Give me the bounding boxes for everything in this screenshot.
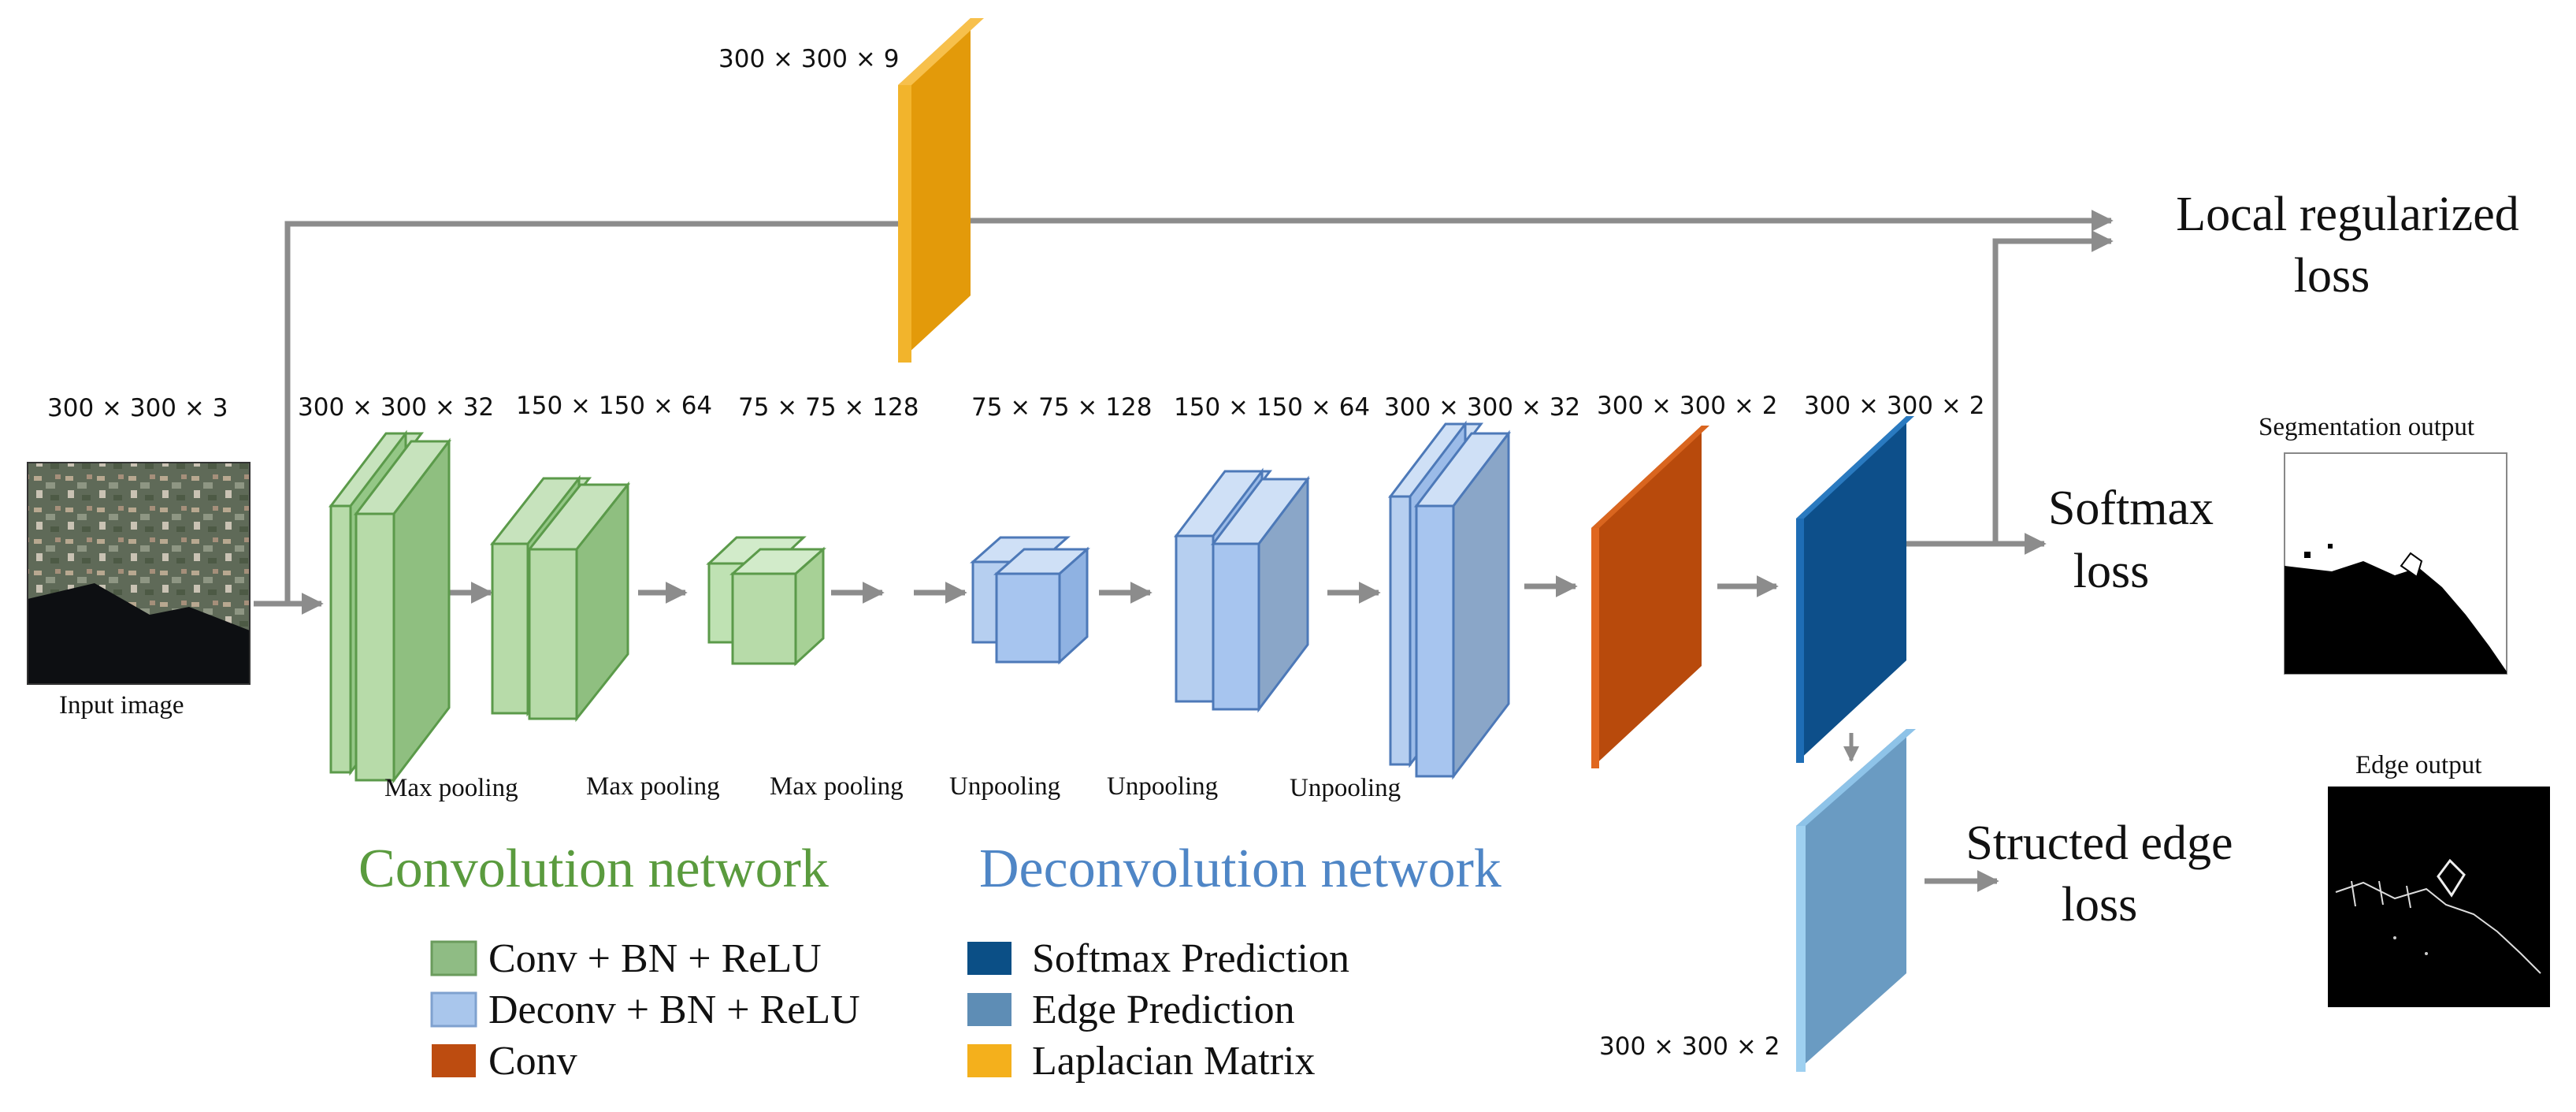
legend-label-softmax-prediction: Softmax Prediction <box>1032 936 1349 981</box>
legend-swatch-softmax-prediction <box>967 942 1011 975</box>
legend-swatch-conv <box>432 1044 476 1077</box>
convolution-network-title: Convolution network <box>358 839 829 899</box>
legend-label-laplacian-matrix: Laplacian Matrix <box>1032 1039 1316 1084</box>
edge-loss-line2: loss <box>2062 878 2137 932</box>
dim-deconv2: 150 × 150 × 64 <box>1174 393 1370 422</box>
laplacian-block <box>898 18 984 363</box>
deconv-block-3 <box>1387 420 1512 780</box>
dim-deconv1: 75 × 75 × 128 <box>971 393 1152 422</box>
segmentation-output-label: Segmentation output <box>2259 413 2474 441</box>
legend-swatch-laplacian-matrix <box>967 1044 1011 1077</box>
local-loss-line1: Local regularized <box>2176 188 2518 241</box>
pool-label-2: Max pooling <box>586 772 720 801</box>
edge-output-image <box>2328 787 2550 1007</box>
flow-arrows <box>254 210 2114 892</box>
unpool-label-1: Unpooling <box>949 772 1060 801</box>
conv-block-1 <box>328 430 452 784</box>
dim-conv-out: 300 × 300 × 2 <box>1597 392 1777 420</box>
deconv-block-2 <box>1173 467 1311 713</box>
conv-block-3 <box>706 536 826 667</box>
dim-edge: 300 × 300 × 2 <box>1599 1032 1780 1061</box>
softmax-loss-line2: loss <box>2073 545 2149 598</box>
dim-conv1: 300 × 300 × 32 <box>298 393 494 422</box>
dim-deconv3: 300 × 300 × 32 <box>1384 393 1580 422</box>
dim-laplacian: 300 × 300 × 9 <box>718 45 899 73</box>
deconvolution-network-title: Deconvolution network <box>979 839 1501 899</box>
input-image-label: Input image <box>59 691 184 720</box>
dim-conv2: 150 × 150 × 64 <box>516 392 712 420</box>
dim-conv3: 75 × 75 × 128 <box>738 393 919 422</box>
dim-input: 300 × 300 × 3 <box>47 394 228 422</box>
dimension-labels: 300 × 300 × 3 300 × 300 × 9 300 × 300 × … <box>47 45 1984 1061</box>
segmentation-output-image <box>2284 452 2507 675</box>
arrow-skip-to-laplacian <box>284 221 898 604</box>
pool-label-1: Max pooling <box>384 774 518 802</box>
edge-output-label: Edge output <box>2355 751 2481 779</box>
legend-label-conv: Conv <box>488 1039 577 1084</box>
legend-label-conv-bn-relu: Conv + BN + ReLU <box>488 936 822 981</box>
loss-labels: Local regularized loss Softmax loss Stru… <box>1965 188 2518 932</box>
operation-labels: Input image Max pooling Max pooling Max … <box>59 413 2481 802</box>
input-image <box>27 462 251 685</box>
dim-softmax: 300 × 300 × 2 <box>1804 392 1984 420</box>
unpool-label-3: Unpooling <box>1290 774 1401 802</box>
legend-label-deconv-bn-relu: Deconv + BN + ReLU <box>488 987 860 1032</box>
softmax-prediction-block <box>1796 416 1914 763</box>
legend-swatch-edge-prediction <box>967 993 1011 1026</box>
legend: Conv + BN + ReLU Deconv + BN + ReLU Conv… <box>430 936 1349 1084</box>
local-loss-line2: loss <box>2294 249 2370 303</box>
legend-swatch-conv-bn-relu <box>430 940 477 976</box>
pool-label-3: Max pooling <box>770 772 904 801</box>
edge-prediction-block <box>1796 729 1916 1072</box>
arrow-softmax-to-local-loss <box>1992 230 2114 544</box>
conv-output-block <box>1591 426 1709 768</box>
softmax-loss-line1: Softmax <box>2048 482 2214 535</box>
edge-loss-line1: Structed edge <box>1965 816 2233 870</box>
deconv-block-1 <box>970 536 1090 665</box>
conv-block-2 <box>489 474 631 723</box>
legend-label-edge-prediction: Edge Prediction <box>1032 987 1295 1032</box>
legend-swatch-deconv-bn-relu <box>430 991 477 1028</box>
unpool-label-2: Unpooling <box>1107 772 1218 801</box>
